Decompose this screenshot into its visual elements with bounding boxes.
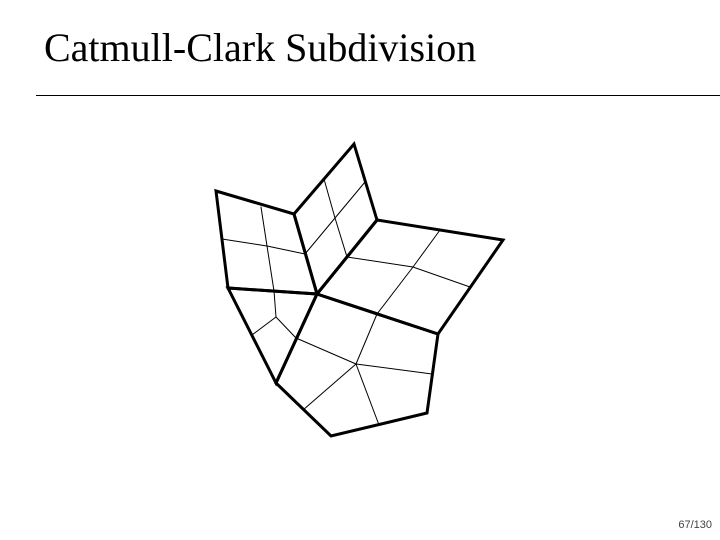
refined-edge — [295, 337, 357, 365]
refined-edge — [376, 229, 441, 315]
coarse-face-right — [314, 218, 506, 336]
refined-edge — [221, 238, 306, 255]
coarse-face-lower-left — [225, 286, 320, 387]
refined-edge — [273, 290, 277, 318]
refined-edge — [355, 313, 378, 365]
refined-edge — [251, 316, 277, 336]
page-number: 67/130 — [678, 519, 712, 531]
title-divider — [36, 95, 720, 96]
refined-edge — [355, 363, 380, 426]
refined-edge — [260, 206, 275, 292]
refined-edge — [346, 256, 471, 288]
refined-edge — [304, 181, 366, 255]
refined-mesh — [221, 178, 471, 426]
coarse-face-lower-right — [274, 292, 440, 438]
refined-edge — [275, 316, 297, 339]
refined-edge — [355, 363, 433, 375]
slide-title: Catmull-Clark Subdivision — [44, 25, 477, 70]
refined-edge — [302, 363, 357, 411]
coarse-mesh — [214, 140, 506, 438]
